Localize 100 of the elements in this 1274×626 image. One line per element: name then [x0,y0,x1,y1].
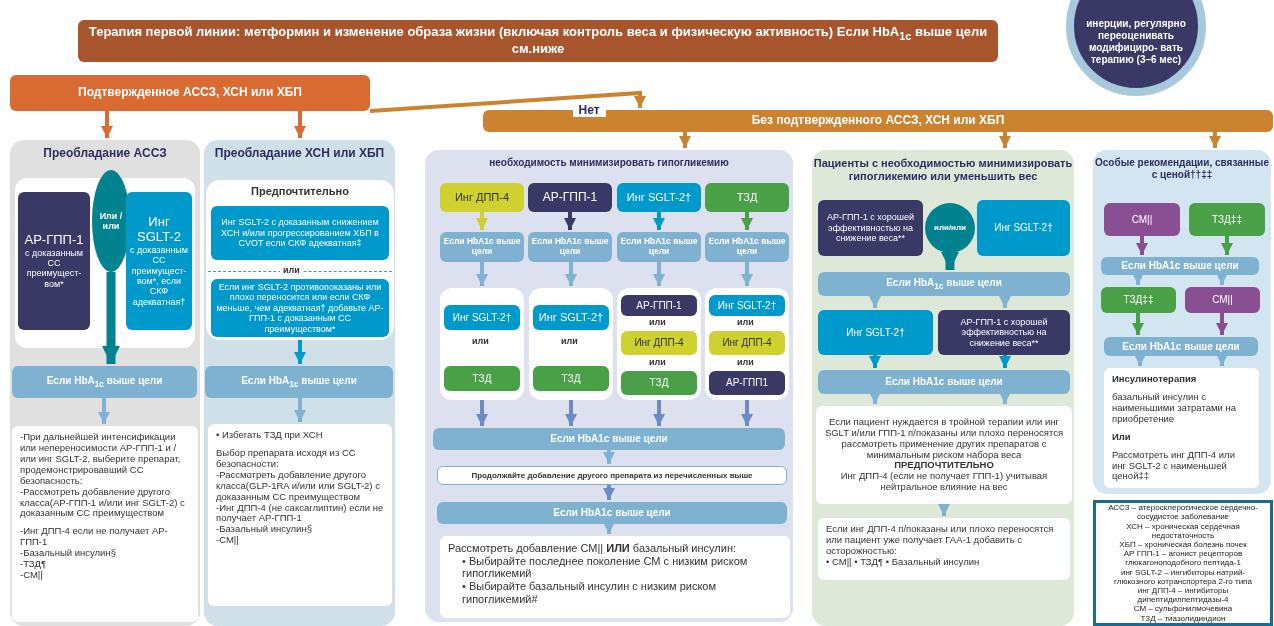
panel [812,150,1074,626]
arrow [101,111,113,138]
note-text: -Рассмотреть добавление другого класса(АР-ГПП-1 и/или инг SGLT-2) с доказанным СС преимуществом [20,486,186,520]
box-label: АР-ГПП-1 с хорошей эффективностью на снижение веса** [959,317,1049,348]
drug-box [126,192,192,330]
note-text: Выбор препарата исходя из СС безопасности: [216,447,357,470]
condition-bar [12,366,197,398]
option-card [705,288,789,400]
arrow [476,212,488,230]
abbreviation-box [1093,500,1273,626]
note-text: -Рассмотреть добавление другого класса(GLP-1RA и/или или SGLT-2) с доказанным СС преимуществом [216,469,381,503]
arrow [1136,236,1148,255]
drug-box [533,366,609,391]
note-card [440,536,790,618]
or-label: или [648,317,667,327]
box-label: Инг SGLT-2 с доказанным снижением ХСН и/или прогрессированием ХБП в CVOT если СКФ адекватная‡ [220,217,380,249]
note-text: -Базальный инсулин§ [216,524,313,536]
panel-heading: Преобладание ХСН или ХБП [213,147,386,161]
note-text: -СМ|| [20,570,44,581]
edge-label: Нет [572,103,606,117]
arrow [741,400,753,426]
box-label: Инг ДПП-4 [722,337,772,349]
box-label: Терапия первой линии: метформин и изменение образа жизни (включая контроль веса и физическую активность) Если HbA$_{1c}$ выше цели см.ниже [87,25,989,57]
drug-box [621,371,697,395]
box-label: Инг SGLT-2† [452,311,512,324]
arrow [999,355,1011,368]
or-label: или [560,336,579,346]
note-text: -При дальнейшей интенсификации или непереносимости АР-ГПП-1 и /или инг SGLT-2, выберите препарат, продемонстрировавший СС безопасность: [20,432,182,487]
arrow [102,272,120,364]
box-label: Если инг SGLT-2 противопоказаны или плохо переносится или если СКФ меньше, чем адекватная† добавьте АР-ГПП-1 с доказанным СС преимуществом* [215,282,385,334]
drug-box [709,295,785,316]
condition-bar [433,428,785,450]
panel-heading: Пациенты с необходимостью минимизировать гипогликемию или уменьшить вес [812,157,1074,183]
box-label: Если HbA1c выше цели [620,237,698,257]
drug-box [621,295,697,316]
note-text: -Инг ДПП-4 (не саксаглиптин) если не получает АР-ГПП-1 [216,502,384,525]
abbreviation-entry: ТЗД – тиазолидиндион [1140,613,1226,623]
box-label: Если HbA1c выше цели [553,507,671,519]
note-text: Если пациент нуждается в тройной терапии или инг SGLT и/или ГПП-1 п/показаны или плохо переносятся рассмотреть применение других препаратов с минимальным риском набора веса [823,416,1065,461]
box-label: АР-ГПП-1 [542,190,598,205]
arrow [369,90,646,113]
note-text: Рассмотреть добавление СМ|| ИЛИ базальный инсулин: [448,542,738,555]
box-label: Инг ДПП-4 [454,191,510,204]
box-label: с доказанным СС преимущест- вом* [24,247,84,290]
note-text: • Избегать ТЗД при ХСН [216,430,324,441]
box-label: ТЗД [736,191,758,204]
note-card [208,424,392,606]
option-card [529,288,613,400]
or-label: или [736,357,755,367]
drug-box [1104,203,1180,236]
or-label: или [736,317,755,327]
arrow [869,355,881,368]
drug-box [1101,287,1176,313]
arrow [294,111,306,138]
box-label: АР-ГПП1 [726,377,768,389]
arrow [999,392,1011,404]
panel [204,140,395,626]
panel-heading: Преобладание АССЗ [42,147,168,161]
arrow [603,485,615,500]
arrow [653,212,665,230]
condition-bar [818,272,1070,296]
abbreviation-entry: СМ – сульфонилмочевина [1133,604,1233,614]
drug-box [709,331,785,355]
box-label: Если HbA$_{1c}$ выше цели [886,276,1002,292]
drug-box [617,183,701,212]
box-label: Инг SGLT-2† [626,191,692,204]
drug-box [533,305,609,330]
drug-box [709,371,785,395]
box-label: Инг SGLT-2† [994,222,1053,234]
arrow [999,132,1011,148]
box-label: Инг SGLT-2 [136,215,182,245]
note-text: -СМ|| [216,535,240,547]
arrow [564,212,576,230]
condition-bar [1101,257,1259,275]
arrow [1216,313,1228,335]
option-card [617,288,701,400]
drug-box [211,206,389,260]
arrow [1132,273,1144,285]
arrow [1216,273,1228,285]
or-circle [925,203,975,253]
drug-box [818,200,923,256]
arrow [941,252,959,270]
or-label: или [648,357,667,367]
arrow [98,398,110,424]
note-text: Если инг ДПП-4 п/показаны или плохо переносятся или пациент уже получает ГАА-1 добавить с осторожностью: [826,524,1055,557]
drug-box [440,183,524,212]
panel [425,150,793,622]
box-label: СМ|| [1212,294,1233,306]
box-label: или/или [933,223,967,233]
arrow [565,400,577,426]
box-label: ТЗД [472,372,492,385]
drug-box [705,183,789,212]
drug-box [1189,203,1265,236]
arrow [999,296,1011,308]
condition-bar [1104,337,1258,356]
drug-box [18,192,90,330]
note-card [1104,368,1259,488]
note-text: -ТЗД¶ [20,559,48,571]
note-text: -Базальный инсулин§ [20,548,117,560]
arrow [565,262,577,286]
